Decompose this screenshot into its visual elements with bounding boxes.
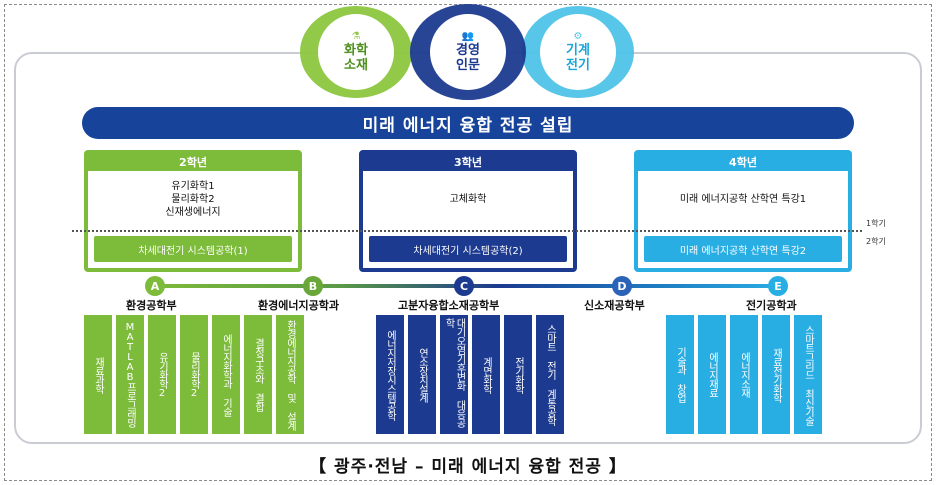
- course-text: 신재생에너지: [165, 207, 221, 218]
- year-first-semester-courses: 미래 에너지공학 산학연 특강1: [638, 171, 848, 228]
- circle-label-business: 경영 인문: [456, 43, 480, 73]
- flask-icon: ⚗: [351, 31, 361, 42]
- course-column: 에너지저장시스템공학: [376, 315, 404, 434]
- circle-business: 👥 경영 인문: [410, 4, 526, 100]
- year-heading: 4학년: [638, 154, 848, 171]
- circle-inner: ⚙ 기계 전기: [540, 14, 616, 90]
- semester-divider: [72, 230, 862, 232]
- year-box-3: 3학년 고체화학 차세대전기 시스템공학(2): [359, 150, 577, 272]
- course-text: 물리화학2: [171, 194, 215, 205]
- main-title: 미래 에너지 융합 전공 설립: [82, 107, 854, 139]
- course-text: 유기화학1: [171, 181, 215, 192]
- figure-caption: 【 광주·전남 – 미래 에너지 융합 전공 】: [309, 456, 627, 477]
- gear-icon: ⚙: [573, 31, 583, 42]
- semester-label-second: 2학기: [866, 237, 886, 246]
- department-name: 전기공학과: [746, 299, 797, 312]
- course-column: 재료과학: [84, 315, 112, 434]
- course-column: 에너지화학과 기술: [212, 315, 240, 434]
- year-heading: 3학년: [363, 154, 573, 171]
- course-column: 재료전기화학: [762, 315, 790, 434]
- department-name: 환경에너지공학과: [258, 299, 339, 312]
- department-node-b: B: [303, 276, 323, 296]
- course-column: MATLAB프로그래밍: [116, 315, 144, 434]
- course-column: 스마트 전기 계통공학: [536, 315, 564, 434]
- course-column: 에너지재료: [698, 315, 726, 434]
- circle-inner: 👥 경영 인문: [430, 14, 506, 90]
- department-name: 고분자융합소재공학부: [398, 299, 500, 312]
- year-second-semester-course: 차세대전기 시스템공학(2): [369, 236, 567, 262]
- department-name: 신소재공학부: [584, 299, 645, 312]
- circle-chemistry: ⚗ 화학 소재: [300, 6, 412, 98]
- year-first-semester-courses: 유기화학1 물리화학2 신재생에너지: [88, 171, 298, 228]
- department-node-e: E: [768, 276, 788, 296]
- course-column: 스마트그리드 최신기술: [794, 315, 822, 434]
- year-heading: 2학년: [88, 154, 298, 171]
- semester-label-first: 1학기: [866, 219, 886, 228]
- year-second-semester-course: 차세대전기 시스템공학(1): [94, 236, 292, 262]
- course-column: 에너지소재: [730, 315, 758, 434]
- department-node-d: D: [612, 276, 632, 296]
- circle-inner: ⚗ 화학 소재: [318, 14, 394, 90]
- year-box-4: 4학년 미래 에너지공학 산학연 특강1 미래 에너지공학 산학연 특강2: [634, 150, 852, 272]
- course-column: 물리화학2: [180, 315, 208, 434]
- year-box-2: 2학년 유기화학1 물리화학2 신재생에너지 차세대전기 시스템공학(1): [84, 150, 302, 272]
- people-icon: 👥: [461, 31, 475, 42]
- course-column: 연소장치설계: [408, 315, 436, 434]
- circle-label-chemistry: 화학 소재: [344, 43, 368, 73]
- course-column: 계면화학: [472, 315, 500, 434]
- department-name: 환경공학부: [126, 299, 177, 312]
- course-column: 기술과 창업: [666, 315, 694, 434]
- course-column: 대기오염기후변화 대응공학: [440, 315, 468, 434]
- department-node-a: A: [145, 276, 165, 296]
- circle-label-mechanical: 기계 전기: [566, 43, 590, 73]
- course-column: 전기화학: [504, 315, 532, 434]
- course-column: 결정구조와 결합: [244, 315, 272, 434]
- course-column: 환경에너지공학 및 설계: [276, 315, 304, 434]
- course-text: 고체화학: [449, 194, 487, 205]
- course-column: 유기화학2: [148, 315, 176, 434]
- circle-mechanical: ⚙ 기계 전기: [522, 6, 634, 98]
- year-second-semester-course: 미래 에너지공학 산학연 특강2: [644, 236, 842, 262]
- year-first-semester-courses: 고체화학: [363, 171, 573, 228]
- department-node-c: C: [454, 276, 474, 296]
- course-text: 미래 에너지공학 산학연 특강1: [679, 194, 807, 205]
